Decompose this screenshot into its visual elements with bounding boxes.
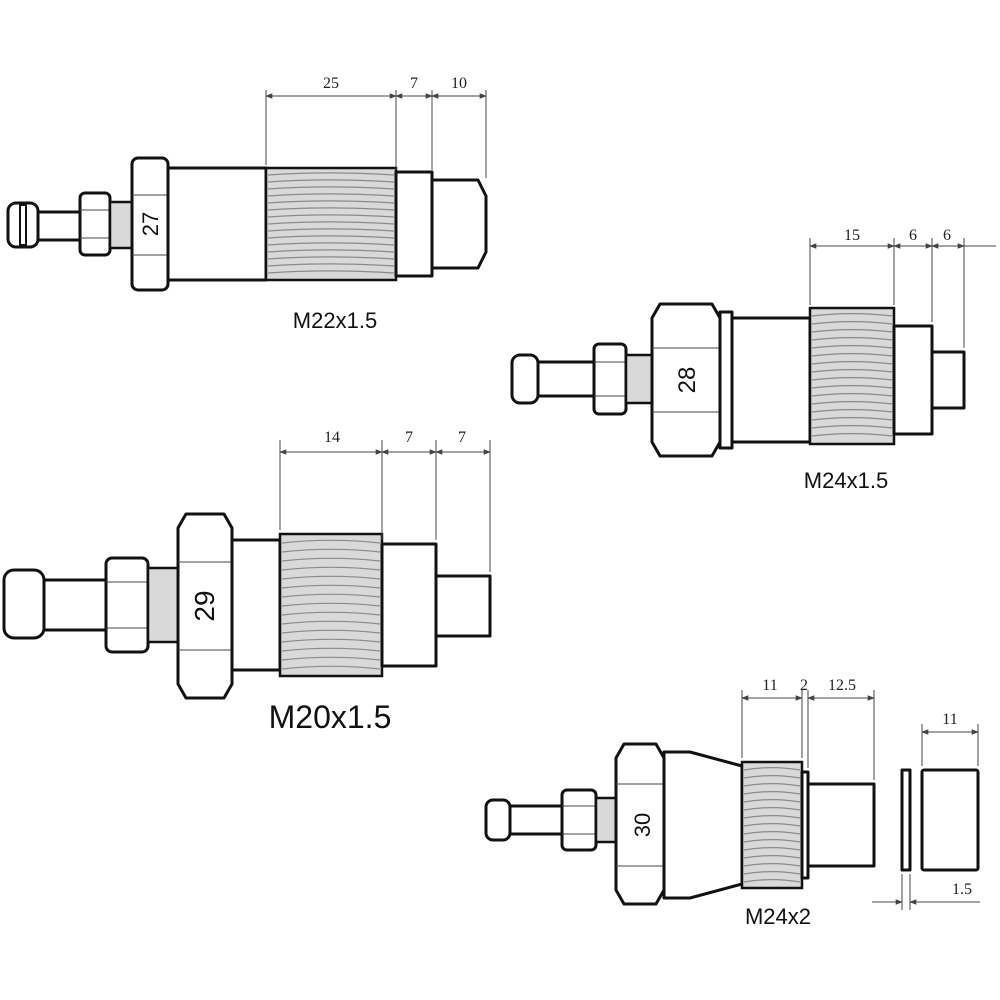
thread-hatch-line <box>743 871 801 875</box>
thread-hatch-line <box>743 839 801 843</box>
fitting-m20: 29 14 7 7 M20x1.5 <box>2 429 492 735</box>
thread-hatch-line <box>267 242 395 246</box>
dim-m20-thread-length: 14 <box>324 429 340 446</box>
thread-hatch-line <box>811 417 893 421</box>
hex-size-29: 29 <box>189 590 220 621</box>
thread-hatch-line <box>267 207 395 211</box>
thread-hatch-line <box>811 385 893 389</box>
thread-hatch-line <box>267 172 395 176</box>
thread-hatch-line <box>811 377 893 381</box>
thread-hatch-line <box>743 775 801 779</box>
thread-hatch-line <box>743 791 801 795</box>
thread-hatch-line <box>267 193 395 197</box>
thread-hatch-line <box>281 557 381 562</box>
thread-hatch-line <box>811 313 893 317</box>
hex-size-28: 28 <box>674 367 701 394</box>
thread-hatch-line <box>267 186 395 190</box>
thread-hatch-line <box>811 321 893 325</box>
dim-washer-thickness: 1.5 <box>952 881 972 898</box>
dim-m24-2-thread-length: 11 <box>762 677 777 694</box>
thread-hatch-line <box>811 425 893 429</box>
dim-m20-tip: 7 <box>458 429 466 446</box>
thread-label-m20: M20x1.5 <box>269 699 392 735</box>
washer <box>900 768 912 872</box>
adapter-sleeve <box>920 768 980 872</box>
fitting-m22: 27 25 7 10 M22x1.5 <box>6 75 488 333</box>
thread-hatch-line <box>267 270 395 274</box>
adapter-sleeve-and-washer: 11 1.5 <box>872 711 980 910</box>
thread-label-m24-2: M24x2 <box>745 904 811 929</box>
dim-m22-thread-length: 25 <box>323 75 339 92</box>
thread-hatch-line <box>743 823 801 827</box>
thread-m22 <box>264 166 398 282</box>
thread-hatch-line <box>743 815 801 819</box>
thread-hatch-line <box>743 783 801 787</box>
thread-hatch-line <box>811 353 893 357</box>
thread-hatch-line <box>267 221 395 225</box>
fitting-m24-1-5: 28 15 6 6 M24x1.5 <box>510 227 996 493</box>
thread-hatch-line <box>267 179 395 183</box>
thread-hatch-line <box>281 602 381 607</box>
thread-hatch-line <box>281 611 381 616</box>
thread-hatch-line <box>811 369 893 373</box>
thread-hatch-line <box>267 263 395 267</box>
dim-m24-2-collar: 2 <box>800 677 808 694</box>
thread-hatch-line <box>281 593 381 598</box>
thread-hatch-line <box>743 879 801 883</box>
thread-hatch-line <box>267 249 395 253</box>
thread-hatch-line <box>281 539 381 544</box>
thread-hatch-line <box>281 575 381 580</box>
hex-size-27: 27 <box>138 212 163 236</box>
dim-m24-2-tip: 12.5 <box>828 677 856 694</box>
thread-hatch-line <box>281 566 381 571</box>
thread-hatch-line <box>811 401 893 405</box>
dim-m24-1-5-tip: 6 <box>943 227 951 244</box>
dim-m22-shoulder: 7 <box>410 75 418 92</box>
thread-hatch-line <box>281 656 381 661</box>
dim-m20-shoulder: 7 <box>405 429 413 446</box>
dim-m24-1-5-shoulder: 6 <box>909 227 917 244</box>
thread-hatch-line <box>743 855 801 859</box>
thread-hatch-line <box>281 665 381 670</box>
thread-hatch-line <box>281 548 381 553</box>
thread-hatch-line <box>743 799 801 803</box>
thread-hatch-line <box>811 409 893 413</box>
thread-hatch-line <box>281 620 381 625</box>
thread-label-m22: M22x1.5 <box>293 308 377 333</box>
thread-hatch-line <box>267 256 395 260</box>
thread-hatch-line <box>281 584 381 589</box>
thread-hatch-line <box>267 235 395 239</box>
thread-m24-1-5 <box>808 306 896 446</box>
thread-label-m24-1-5: M24x1.5 <box>804 468 888 493</box>
thread-hatch-line <box>811 345 893 349</box>
thread-hatch-line <box>811 433 893 437</box>
thread-hatch-line <box>267 214 395 218</box>
thread-hatch-line <box>743 863 801 867</box>
dim-m22-tip: 10 <box>451 75 467 92</box>
thread-hatch-line <box>811 337 893 341</box>
thread-hatch-line <box>743 847 801 851</box>
hex-size-30: 30 <box>630 813 655 837</box>
thread-hatch-line <box>267 228 395 232</box>
thread-hatch-line <box>811 393 893 397</box>
thread-hatch-line <box>281 647 381 652</box>
thread-hatch-line <box>811 329 893 333</box>
thread-hatch-line <box>281 638 381 643</box>
thread-hatch-line <box>811 361 893 365</box>
thread-hatch-line <box>743 767 801 771</box>
dim-sleeve-length: 11 <box>942 711 957 728</box>
thread-hatch-line <box>743 807 801 811</box>
dim-m24-1-5-thread-length: 15 <box>844 227 860 244</box>
fitting-m24-2: 30 11 2 12.5 M24x2 <box>484 677 876 929</box>
thread-hatch-line <box>743 831 801 835</box>
thread-hatch-line <box>267 200 395 204</box>
thread-hatch-line <box>281 629 381 634</box>
